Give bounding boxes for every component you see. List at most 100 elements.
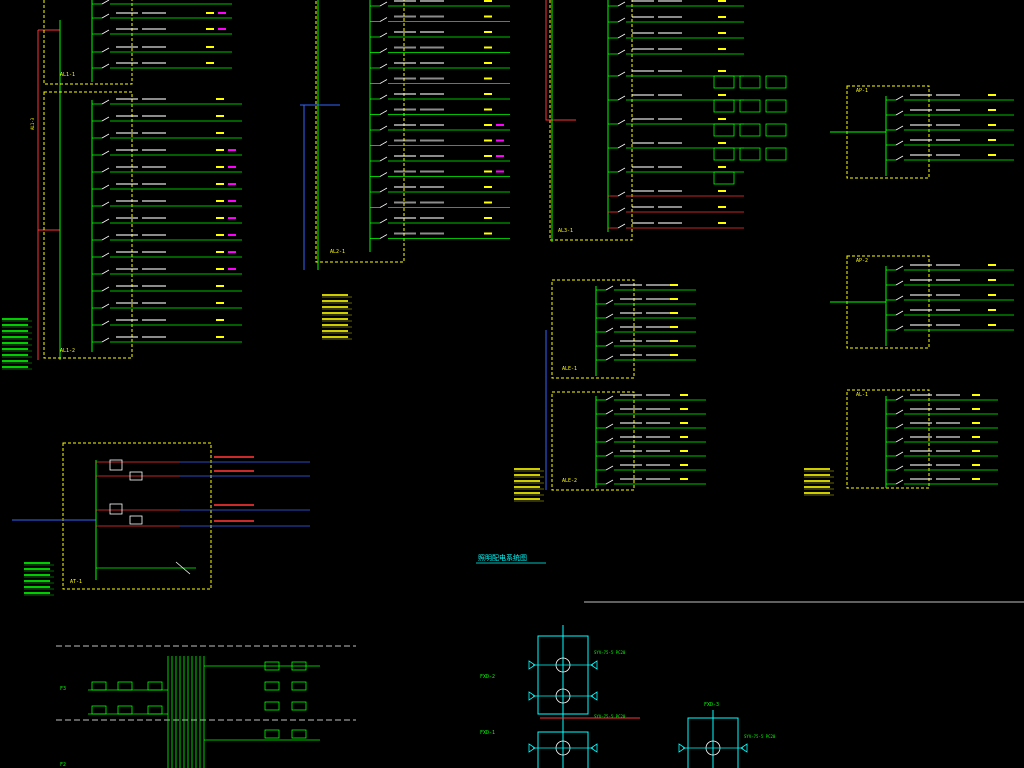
junction-box [147, 705, 163, 715]
breaker-symbol [605, 355, 614, 361]
load-text [228, 183, 236, 185]
junction-box [264, 681, 280, 691]
breaker-symbol [895, 479, 904, 485]
device-text [620, 326, 642, 328]
device-text [620, 354, 642, 356]
device-text [910, 109, 932, 111]
device-text [394, 46, 416, 49]
panel-ap-2: AP-2 [830, 255, 1014, 349]
panel-ale-1: ALE-1 [551, 279, 696, 379]
aku-box [739, 99, 761, 113]
device-text [632, 166, 654, 168]
breaker-symbol [101, 133, 110, 139]
device-text [632, 206, 654, 208]
cable-text [420, 46, 444, 49]
load-text [680, 394, 688, 396]
panel-label: AL1-3 [30, 117, 35, 130]
load-text [484, 232, 492, 235]
load-text [496, 155, 504, 157]
breaker-symbol [101, 337, 110, 343]
breaker-symbol [895, 95, 904, 101]
device-text [620, 464, 642, 466]
cable-text [936, 94, 960, 96]
device-text [116, 46, 138, 48]
cable-text [214, 504, 254, 506]
load-text [718, 166, 726, 168]
cable-text [142, 166, 166, 168]
breaker-symbol [379, 32, 388, 38]
load-text [484, 139, 492, 142]
breaker-symbol [101, 218, 110, 224]
load-text [988, 309, 996, 311]
device-text [116, 336, 138, 338]
breaker-symbol [379, 125, 388, 131]
device-text [116, 132, 138, 134]
breaker-symbol [895, 395, 904, 401]
panel-al1: AL1-1 AL1-2 AL1-3 [2, 0, 242, 370]
load-text [988, 264, 996, 266]
cable-tag [2, 348, 28, 350]
cable-tag [322, 294, 348, 296]
cable-tag [322, 312, 348, 314]
cable-tag [2, 330, 28, 332]
section-title: 照明配电系统图 [478, 553, 527, 562]
device-text [394, 170, 416, 173]
load-text [670, 312, 678, 314]
outlet-symbol [740, 743, 748, 753]
cable-text [142, 46, 166, 48]
cable-text [420, 0, 444, 2]
cable-text [646, 312, 670, 314]
device-text [910, 139, 932, 141]
cable-text [658, 118, 682, 120]
cable-text [658, 190, 682, 192]
load-text [216, 166, 224, 168]
breaker-symbol [101, 29, 110, 35]
cable-tag [322, 324, 348, 326]
junction-box [291, 729, 307, 739]
device-text [116, 28, 138, 30]
load-text [670, 326, 678, 328]
cable-text [658, 0, 682, 2]
cable-text [420, 155, 444, 157]
breaker-symbol [895, 437, 904, 443]
load-text [718, 32, 726, 34]
panel-label: AP-2 [856, 258, 868, 264]
breaker-symbol [379, 187, 388, 193]
device-text [910, 94, 932, 96]
breaker-symbol [101, 99, 110, 105]
device-text [394, 93, 416, 95]
floor-label: F2 [60, 762, 66, 768]
device-text [394, 31, 416, 33]
load-text [718, 222, 726, 224]
cable-text [646, 284, 670, 286]
load-text [972, 464, 980, 466]
cable-tag [514, 468, 540, 470]
breaker-symbol [617, 1, 626, 7]
load-text [484, 170, 492, 173]
breaker-symbol [895, 465, 904, 471]
outlet-symbol [590, 743, 598, 753]
load-text [718, 70, 726, 72]
cable-text [646, 450, 670, 452]
cable-tag [24, 562, 50, 564]
load-text [218, 28, 226, 30]
breaker-symbol [895, 409, 904, 415]
aku-box [765, 123, 787, 137]
load-text [216, 183, 224, 185]
load-text [718, 16, 726, 18]
load-text [216, 149, 224, 151]
device-text [394, 108, 416, 111]
load-text [718, 190, 726, 192]
cable-tag [322, 300, 348, 302]
device-text [910, 279, 932, 281]
load-text [484, 217, 492, 219]
cable-text [658, 142, 682, 144]
aku-box [739, 147, 761, 161]
device-text [116, 115, 138, 117]
device-text [632, 48, 654, 50]
cable-tag [322, 318, 348, 320]
cable-text [214, 470, 254, 472]
panel-label: AL1-2 [60, 348, 75, 354]
breaker-symbol [101, 0, 110, 5]
